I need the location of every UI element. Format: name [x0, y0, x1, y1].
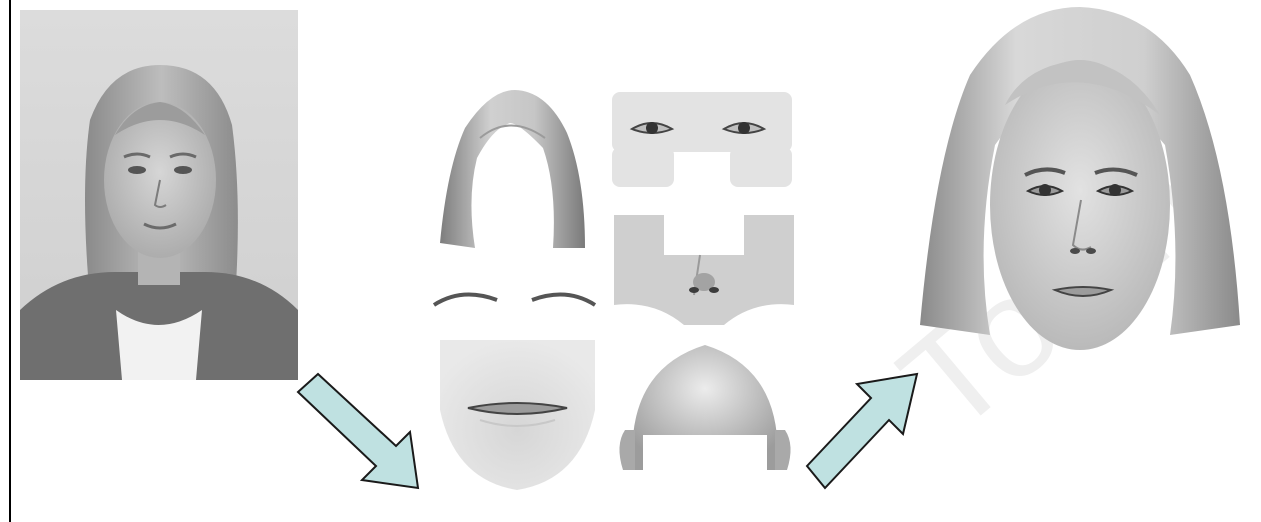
mouth-part	[440, 340, 595, 490]
left-border-line	[9, 0, 11, 522]
nose-part	[614, 210, 794, 330]
composite-sketch	[915, 5, 1245, 355]
arrow-to-parts	[290, 370, 440, 500]
eyebrows-part	[432, 285, 597, 310]
source-photo	[20, 10, 298, 380]
eyes-part	[612, 92, 792, 187]
hair-part	[435, 88, 585, 258]
arrow-to-composite	[805, 370, 935, 500]
head-shape-part	[615, 340, 795, 480]
